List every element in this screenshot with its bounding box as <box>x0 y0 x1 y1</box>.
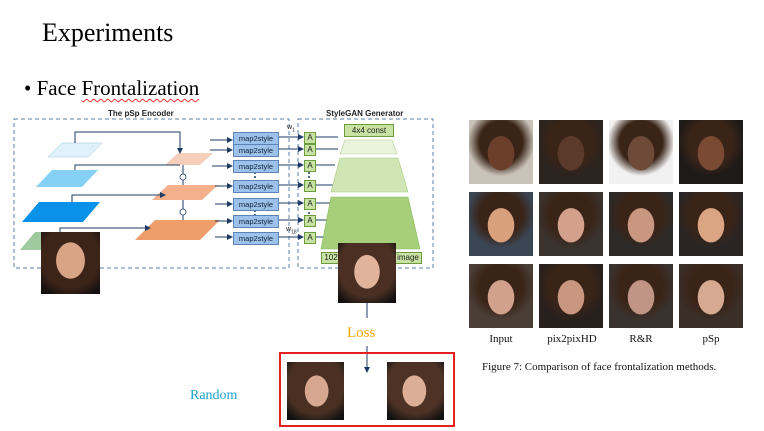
encoder-title: The pSp Encoder <box>108 109 174 118</box>
affine-a-block: A <box>304 232 316 244</box>
bullet-prefix: • Face <box>24 76 82 100</box>
comparison-face-r1-c3 <box>609 120 673 184</box>
comparison-face-r3-c3 <box>609 264 673 328</box>
comparison-face-r2-c2 <box>539 192 603 256</box>
map2style-block: map2style <box>233 160 279 173</box>
w1-label: w1 <box>287 124 295 134</box>
comparison-face-r1-c2 <box>539 120 603 184</box>
comparison-face-r3-c4 <box>679 264 743 328</box>
comparison-face-r3-c1 <box>469 264 533 328</box>
feature-plane-2 <box>152 185 218 200</box>
random-label: Random <box>190 388 238 403</box>
random-sample-face-1 <box>287 362 344 420</box>
generator-block-1 <box>339 139 398 155</box>
affine-a-block: A <box>304 198 316 210</box>
affine-a-block: A <box>304 215 316 227</box>
output-label-left: 102 <box>321 252 341 264</box>
comparison-face-r3-c2 <box>539 264 603 328</box>
random-sample-face-2 <box>387 362 444 420</box>
column-label-pix2pixhd: pix2pixHD <box>547 333 597 345</box>
loss-label: Loss <box>347 325 376 341</box>
encoder-plane-2 <box>36 170 98 187</box>
generator-title: StyleGAN Generator <box>326 109 404 118</box>
output-label-right: image <box>394 252 422 264</box>
comparison-image-grid <box>469 120 749 330</box>
affine-a-block: A <box>304 144 316 156</box>
column-label-input: Input <box>489 333 513 345</box>
map2style-block: map2style <box>233 132 279 145</box>
comparison-face-r2-c3 <box>609 192 673 256</box>
affine-a-block: A <box>304 160 316 172</box>
figure-caption: Figure 7: Comparison of face frontalizat… <box>482 361 717 373</box>
sum-node-1 <box>179 173 187 181</box>
output-face-image <box>338 243 396 303</box>
sum-node-2 <box>179 208 187 216</box>
encoder-dashed-box <box>13 118 290 269</box>
const-label: 4x4 const <box>344 124 394 137</box>
column-label-rr: R&R <box>629 333 653 345</box>
bullet-face-frontalization: • Face Frontalization <box>24 76 199 101</box>
feature-plane-1 <box>165 153 213 165</box>
column-label-psp: pSp <box>702 333 720 345</box>
bullet-underlined-word: Frontalization <box>81 76 200 100</box>
map2style-block: map2style <box>233 180 279 193</box>
comparison-face-r1-c4 <box>679 120 743 184</box>
generator-block-3 <box>320 196 421 250</box>
comparison-face-r2-c1 <box>469 192 533 256</box>
w18-label: w18 <box>286 226 297 236</box>
map2style-block: map2style <box>233 144 279 157</box>
generator-block-2 <box>330 157 409 193</box>
input-face-image <box>41 232 100 294</box>
affine-a-block: A <box>304 132 316 144</box>
encoder-plane-3 <box>22 202 100 222</box>
comparison-face-r1-c1 <box>469 120 533 184</box>
feature-plane-3 <box>135 220 220 240</box>
affine-a-block: A <box>304 180 316 192</box>
map2style-block: map2style <box>233 232 279 245</box>
map2style-block: map2style <box>233 198 279 211</box>
map2style-block: map2style <box>233 215 279 228</box>
encoder-plane-1 <box>47 142 103 158</box>
random-samples-box <box>279 352 455 427</box>
comparison-face-r2-c4 <box>679 192 743 256</box>
slide-title: Experiments <box>42 18 174 47</box>
